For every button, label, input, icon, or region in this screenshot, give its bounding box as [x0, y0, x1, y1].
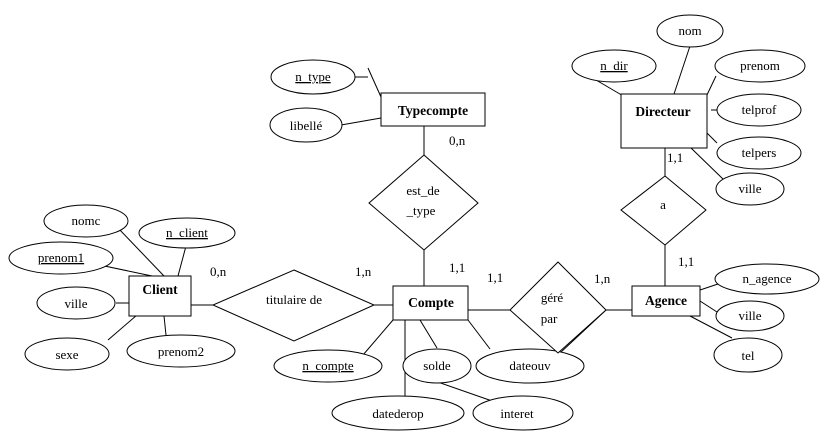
cardinality-agence-gere: 1,n — [594, 271, 611, 286]
relation-est-de-type-line1: est_de — [406, 183, 439, 198]
attribute-n-type-label: n_type — [295, 69, 331, 84]
attribute-n-compte: n_compte — [273, 349, 383, 383]
attribute-interet-label: interet — [500, 406, 534, 421]
attribute-solde-label: solde — [423, 358, 451, 373]
attribute-prenom2: prenom2 — [126, 334, 236, 368]
attribute-datederop-label: datederop — [372, 406, 423, 421]
entity-typecompte-label: Typecompte — [398, 103, 468, 118]
relation-titulaire-de: titulaire de — [211, 269, 376, 342]
cardinality-compte-est-de-type: 1,1 — [449, 260, 465, 275]
attribute-n-client-label: n_client — [166, 225, 208, 240]
attribute-telpers-label: telpers — [742, 145, 777, 160]
cardinality-agence-a: 1,1 — [678, 254, 694, 269]
attribute-interet: interet — [472, 395, 574, 431]
relation-gere-par: géré par — [509, 261, 607, 354]
attribute-sexe: sexe — [24, 337, 110, 371]
relation-a-label: a — [660, 197, 666, 212]
cardinalities: 0,n 1,1 0,n 1,n 1,1 1,n 1,1 1,1 — [210, 133, 694, 286]
attribute-prenom-label: prenom — [740, 58, 780, 73]
entity-agence-label: Agence — [645, 293, 687, 308]
attribute-tel-label: tel — [742, 348, 755, 363]
attribute-prenom1-label: prenom1 — [38, 250, 84, 265]
attribute-datederop: datederop — [331, 395, 465, 431]
attribute-nomc-label: nomc — [72, 213, 101, 228]
entity-client-label: Client — [142, 282, 178, 297]
cardinality-typecompte-est-de-type: 0,n — [449, 133, 466, 148]
cardinality-client-titulaire: 0,n — [210, 264, 227, 279]
attribute-agence-ville-label: ville — [738, 308, 761, 323]
attribute-directeur-ville-label: ville — [738, 181, 761, 196]
entity-compte-label: Compte — [408, 295, 454, 310]
attribute-n-agence-label: n_agence — [742, 271, 791, 286]
attribute-client-ville-label: ville — [64, 296, 87, 311]
cardinality-directeur-a: 1,1 — [667, 150, 683, 165]
attribute-dateouv-label: dateouv — [509, 358, 551, 373]
attribute-libelle: libellé — [269, 107, 343, 143]
attribute-tel: tel — [713, 337, 783, 373]
entity-typecompte: Typecompte — [380, 92, 486, 127]
attribute-libelle-label: libellé — [290, 118, 323, 133]
attribute-prenom2-label: prenom2 — [158, 344, 204, 359]
entity-directeur: Directeur — [620, 93, 708, 149]
attribute-n-compte-label: n_compte — [302, 358, 353, 373]
cardinality-compte-gere: 1,1 — [487, 270, 503, 285]
attribute-agence-ville: ville — [715, 300, 785, 332]
attribute-n-agence: n_agence — [714, 263, 820, 295]
entity-client: Client — [128, 275, 192, 317]
attribute-telpers: telpers — [716, 136, 802, 170]
entity-agence: Agence — [631, 285, 701, 317]
entity-compte: Compte — [392, 285, 469, 321]
attribute-n-dir: n_dir — [571, 49, 657, 83]
relation-est-de-type-line2: _type — [406, 203, 436, 218]
attribute-n-type: n_type — [270, 59, 356, 95]
attribute-telprof-label: telprof — [742, 102, 777, 117]
attribute-n-client: n_client — [138, 217, 236, 249]
attribute-nomc: nomc — [43, 204, 129, 238]
attribute-nom: nom — [656, 14, 724, 48]
attribute-telprof: telprof — [716, 93, 802, 127]
attribute-sexe-label: sexe — [55, 347, 78, 362]
attribute-client-ville: ville — [36, 286, 116, 320]
relation-a: a — [620, 175, 707, 246]
cardinality-compte-titulaire: 1,n — [355, 264, 372, 279]
attribute-solde: solde — [402, 348, 472, 384]
attribute-dateouv: dateouv — [475, 348, 585, 384]
relation-titulaire-de-label: titulaire de — [266, 292, 322, 307]
attribute-nom-label: nom — [678, 23, 701, 38]
attribute-directeur-ville: ville — [715, 172, 785, 206]
relation-gere-par-line2: par — [541, 311, 558, 326]
relation-gere-par-line1: géré — [541, 290, 564, 305]
attribute-n-dir-label: n_dir — [600, 58, 628, 73]
attribute-prenom1: prenom1 — [8, 241, 114, 275]
relation-est-de-type: est_de _type — [368, 154, 479, 251]
entity-directeur-label: Directeur — [635, 104, 690, 119]
attribute-prenom: prenom — [714, 49, 806, 83]
